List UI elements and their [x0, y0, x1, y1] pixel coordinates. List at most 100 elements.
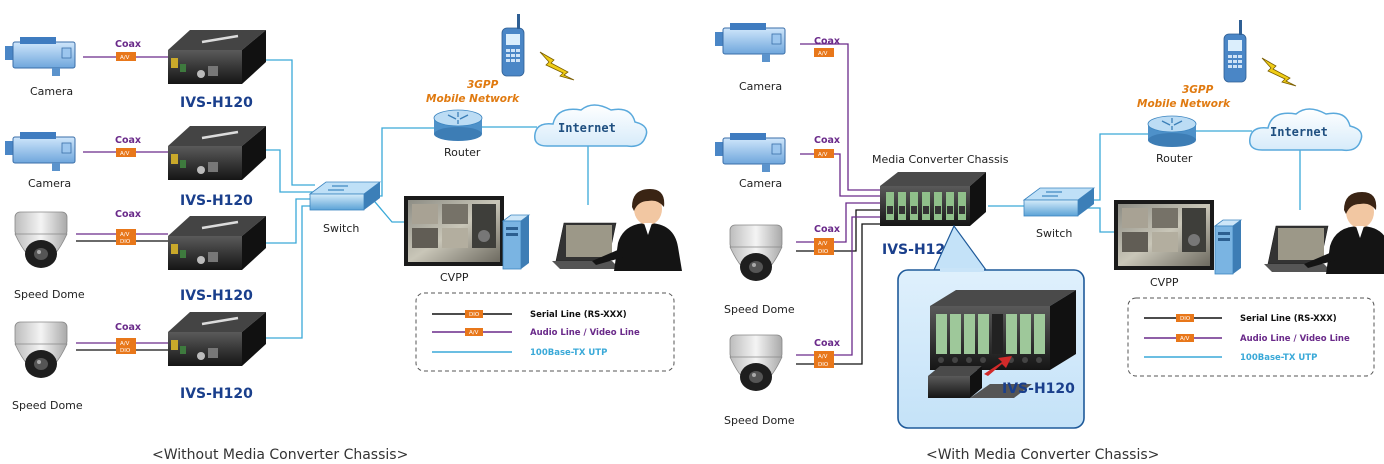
legend-utp-label: 100Base-TX UTP — [530, 348, 607, 358]
diagram-with-chassis: Camera Camera Speed Dome Speed Dome Coax… — [714, 19, 1384, 463]
camera-icon — [4, 131, 76, 172]
coax-label: Coax — [115, 209, 141, 220]
legend-av-label: Audio Line / Video Line — [1240, 334, 1350, 344]
legend: DIO Serial Line (RS-XXX) A/V Audio Line … — [415, 292, 675, 372]
coax-lines — [796, 43, 884, 365]
speed-dome-label: Speed Dome — [724, 414, 795, 427]
svg-text:A/V: A/V — [1180, 336, 1190, 342]
speed-dome-icon — [729, 334, 783, 392]
dio-tag-text: DIO — [120, 348, 131, 354]
speed-dome-label: Speed Dome — [14, 288, 85, 301]
lightning-icon — [539, 51, 575, 81]
dio-tag — [116, 346, 136, 354]
camera-icon — [714, 132, 786, 173]
camera-label: Camera — [739, 80, 782, 93]
speed-dome-icon — [14, 321, 68, 379]
lightning-icon — [1261, 57, 1297, 87]
mobile-network-label: Mobile Network — [426, 93, 520, 105]
switch-icon — [1023, 187, 1095, 217]
speed-dome-label: Speed Dome — [12, 399, 83, 412]
switch-icon — [309, 181, 381, 211]
dio-tag — [814, 360, 834, 368]
mobile-phone-icon — [1223, 19, 1247, 83]
av-tag-text: A/V — [120, 151, 130, 157]
av-tag-text: A/V — [818, 51, 828, 57]
zoom-callout: IVS-H120 — [897, 224, 1085, 429]
converter-box-icon — [166, 28, 268, 86]
utp-lines — [988, 130, 1301, 233]
camera-label: Camera — [739, 177, 782, 190]
av-tag-text: A/V — [120, 341, 130, 347]
coax-label: Coax — [115, 39, 141, 50]
model-label: IVS-H120 — [180, 386, 253, 402]
monitor-icon — [1114, 200, 1214, 270]
av-tag — [116, 52, 136, 61]
router-icon — [433, 109, 483, 142]
av-tag — [814, 351, 834, 360]
av-tag-text: A/V — [120, 55, 130, 61]
legend-serial-label: Serial Line (RS-XXX) — [530, 310, 627, 320]
camera-label: Camera — [30, 85, 73, 98]
operator-icon — [551, 188, 683, 272]
converter-box-icon — [166, 214, 268, 272]
cvpp-label: CVPP — [440, 271, 469, 284]
svg-text:DIO: DIO — [469, 312, 480, 318]
coax-label: Coax — [115, 135, 141, 146]
av-tag-text: A/V — [818, 152, 828, 158]
gpp-label: 3GPP — [1182, 84, 1214, 96]
router-label: Router — [444, 146, 481, 159]
gpp-label: 3GPP — [467, 79, 499, 91]
switch-label: Switch — [1036, 227, 1072, 240]
dio-tag-text: DIO — [818, 362, 829, 368]
pc-tower-icon — [502, 214, 530, 270]
mobile-phone-icon — [501, 13, 525, 77]
converter-box-icon — [166, 124, 268, 182]
switch-label: Switch — [323, 222, 359, 235]
chassis-icon — [880, 172, 986, 226]
legend-serial-label: Serial Line (RS-XXX) — [1240, 314, 1337, 324]
model-label: IVS-H120 — [180, 95, 253, 111]
camera-icon — [714, 22, 786, 63]
converter-box-icon — [166, 310, 268, 368]
chassis-label: Media Converter Chassis — [872, 153, 1009, 166]
cvpp-label: CVPP — [1150, 276, 1179, 289]
av-tag-text: A/V — [818, 354, 828, 360]
model-label: IVS-H120 — [180, 288, 253, 304]
diagram-without-chassis: Camera Camera Speed Dome Speed Dome Coax… — [4, 13, 683, 463]
coax-label: Coax — [814, 338, 840, 349]
speed-dome-icon — [729, 224, 783, 282]
dio-tag-text: DIO — [818, 249, 829, 255]
dio-tag-text: DIO — [120, 239, 131, 245]
model-label: IVS-H120 — [882, 242, 955, 258]
coax-label: Coax — [814, 135, 840, 146]
caption-left: <Without Media Converter Chassis> — [152, 447, 408, 463]
coax-label: Coax — [814, 224, 840, 235]
coax-label: Coax — [115, 322, 141, 333]
speed-dome-icon — [14, 211, 68, 269]
dio-tag — [116, 237, 136, 245]
av-tag — [814, 238, 834, 247]
internet-label: Internet — [1270, 125, 1328, 139]
camera-icon — [4, 36, 76, 77]
av-tag — [116, 148, 136, 157]
model-label: IVS-H120 — [1002, 381, 1075, 397]
svg-text:A/V: A/V — [469, 330, 479, 336]
av-tag-text: A/V — [120, 232, 130, 238]
av-tag — [814, 48, 834, 57]
monitor-icon — [404, 196, 504, 266]
legend-av-label: Audio Line / Video Line — [530, 328, 640, 338]
pc-tower-icon — [1214, 219, 1242, 275]
camera-label: Camera — [28, 177, 71, 190]
av-tag — [814, 149, 834, 158]
coax-label: Coax — [814, 36, 840, 47]
speed-dome-label: Speed Dome — [724, 303, 795, 316]
av-tag — [116, 338, 136, 347]
legend-utp-label: 100Base-TX UTP — [1240, 353, 1317, 363]
operator-icon — [1263, 191, 1384, 275]
router-icon — [1147, 115, 1197, 148]
mobile-network-label: Mobile Network — [1137, 98, 1231, 110]
av-tag-text: A/V — [818, 241, 828, 247]
internet-label: Internet — [558, 121, 616, 135]
legend: DIO Serial Line (RS-XXX) A/V Audio Line … — [1127, 297, 1375, 377]
av-tag — [116, 229, 136, 238]
